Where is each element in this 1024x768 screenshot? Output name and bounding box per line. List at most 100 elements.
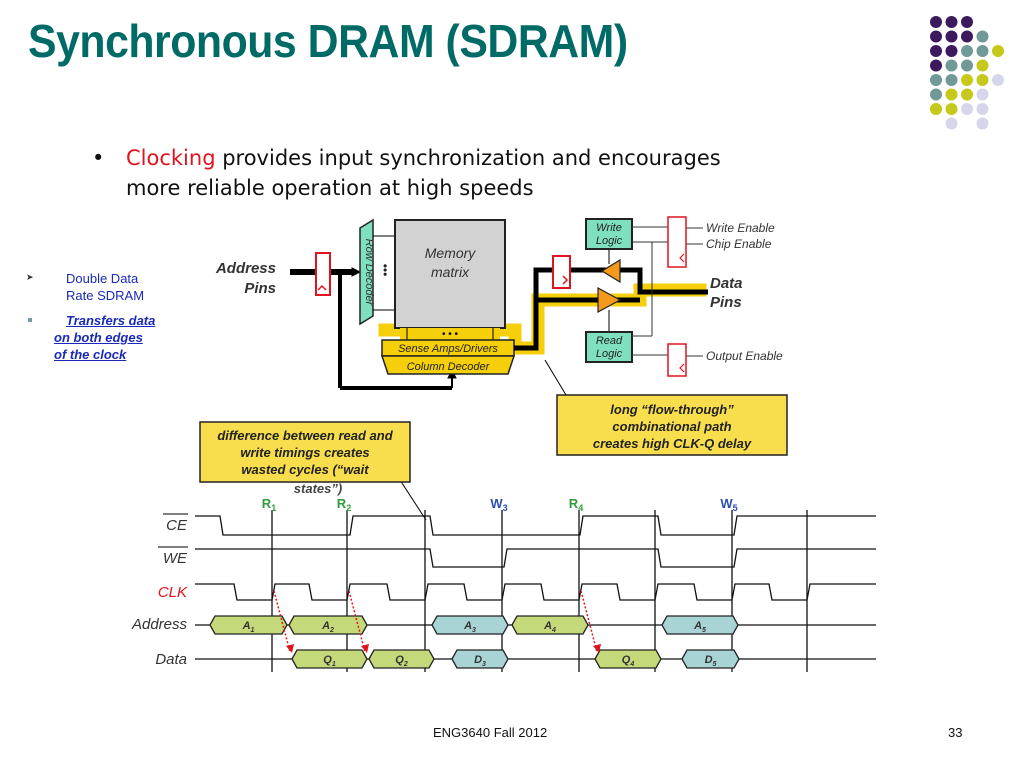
address-register xyxy=(315,252,331,296)
output-enable-register xyxy=(667,343,687,377)
arrowhead-icon xyxy=(361,644,369,653)
data-cell xyxy=(681,649,740,669)
sense-amps-label: Sense Amps/Drivers xyxy=(398,343,498,355)
decor-dot xyxy=(930,88,942,101)
decor-dot xyxy=(930,59,942,72)
address-cell xyxy=(431,615,509,635)
decor-dot xyxy=(961,88,973,101)
write-enable-label: Write Enable xyxy=(706,221,775,235)
clk-to-q-arrow xyxy=(580,590,598,653)
cycle-marker: R2 xyxy=(337,496,351,513)
write-buffer xyxy=(600,258,621,284)
read-logic-label-1: Read xyxy=(596,335,623,347)
arrowhead-icon xyxy=(593,644,601,653)
address-cell xyxy=(511,615,589,635)
square-bullet-icon xyxy=(28,318,32,322)
data-register xyxy=(552,255,571,289)
data-cell xyxy=(594,649,662,669)
arrowhead-icon xyxy=(286,644,294,653)
decor-dot xyxy=(976,45,989,57)
sidebar-item-ddr: Double Data Rate SDRAM xyxy=(66,270,186,304)
data-cell-label: D3 xyxy=(474,654,486,668)
signal-label-address: Address xyxy=(131,616,188,633)
decor-dot xyxy=(945,30,958,43)
decor-dot xyxy=(930,16,942,28)
column-decoder-label: Column Decoder xyxy=(407,361,491,373)
address-cell xyxy=(209,615,288,635)
callout-flow-through-line1: long “flow-through” xyxy=(610,402,734,417)
decor-dot xyxy=(961,59,973,72)
decor-dot xyxy=(945,59,958,72)
sidebar-item-transfers: Transfers data on both edges of the cloc… xyxy=(54,312,186,363)
read-logic-label-2: Logic xyxy=(596,348,623,360)
decor-dot xyxy=(961,45,973,57)
chip-enable-label: Chip Enable xyxy=(706,237,772,251)
enable-register xyxy=(667,216,687,268)
decor-dot xyxy=(930,103,942,115)
slide-title: Synchronous DRAM (SDRAM) xyxy=(28,15,628,67)
decor-dot xyxy=(992,45,1004,57)
callout-wait-states-line2: write timings creates xyxy=(240,445,369,460)
decor-dot xyxy=(930,45,942,57)
decor-dot xyxy=(961,74,973,86)
callout-wait-states-line3: wasted cycles (“wait xyxy=(241,462,369,477)
decor-dot xyxy=(930,74,942,86)
callout-flow-through-line2: combinational path xyxy=(612,419,731,434)
callout-wait-states-line1: difference between read and xyxy=(217,428,393,443)
data-cell xyxy=(451,649,509,669)
page-number: 33 xyxy=(948,725,963,740)
decor-dot xyxy=(976,88,989,101)
data-cell xyxy=(291,649,368,669)
decor-dot xyxy=(945,88,958,101)
cycle-marker: R4 xyxy=(569,496,583,513)
signal-label-clk: CLK xyxy=(158,584,188,601)
decor-dot xyxy=(945,117,958,130)
sidebar-item-ddr-line1: Double Data xyxy=(66,271,139,286)
callout-wait-states-line4: states”) xyxy=(294,481,342,496)
callout-flow-through xyxy=(556,394,788,456)
decor-dot xyxy=(961,103,973,115)
memory-matrix xyxy=(394,219,506,329)
lead-line2: more reliable operation at high speeds xyxy=(126,176,534,200)
callout-flow-through-line3: creates high CLK-Q delay xyxy=(593,436,752,451)
cycle-marker: R1 xyxy=(262,496,276,513)
memory-matrix-label-1: Memory xyxy=(425,245,477,261)
svg-text:•••: ••• xyxy=(378,264,392,277)
footer-course: ENG3640 Fall 2012 xyxy=(433,725,548,740)
address-cell xyxy=(288,615,368,635)
decor-dot xyxy=(976,117,989,130)
lead-line1: provides input synchronization and encou… xyxy=(215,146,721,170)
output-enable-label: Output Enable xyxy=(706,349,783,363)
bullet-icon: • xyxy=(92,146,105,170)
we-waveform xyxy=(195,548,876,568)
column-decoder xyxy=(380,355,516,375)
row-decoder xyxy=(359,218,374,326)
write-logic-label-1: Write xyxy=(596,222,622,234)
sidebar-notes: ➤ Double Data Rate SDRAM Transfers data … xyxy=(26,270,186,363)
address-pins-label-1: Address xyxy=(215,260,276,277)
lead-bullet: • Clocking provides input synchronizatio… xyxy=(92,143,721,203)
write-logic xyxy=(585,218,633,250)
decor-dot xyxy=(961,30,973,43)
memory-matrix-label-2: matrix xyxy=(431,264,470,280)
row-decoder-label: Row Decoder xyxy=(363,239,375,307)
ce-waveform xyxy=(195,515,876,536)
decor-dot xyxy=(945,45,958,57)
decor-dot xyxy=(930,30,942,43)
decorative-dot-grid xyxy=(930,16,1004,130)
arrow-bullet-icon: ➤ xyxy=(26,272,34,282)
decor-dot xyxy=(976,30,989,43)
decor-dot xyxy=(945,103,958,115)
data-cell-label: D5 xyxy=(705,654,717,668)
clk-waveform xyxy=(195,583,876,601)
signal-label-ce: CE xyxy=(166,517,188,534)
clk-to-q-arrow xyxy=(273,590,291,653)
sidebar-item-transfers-line3: of the clock xyxy=(54,347,127,362)
decor-dot xyxy=(992,74,1004,86)
sidebar-item-ddr-line2: Rate SDRAM xyxy=(66,288,145,303)
read-buffer xyxy=(597,286,622,314)
write-logic-label-2: Logic xyxy=(596,235,623,247)
decor-dot xyxy=(976,59,989,72)
